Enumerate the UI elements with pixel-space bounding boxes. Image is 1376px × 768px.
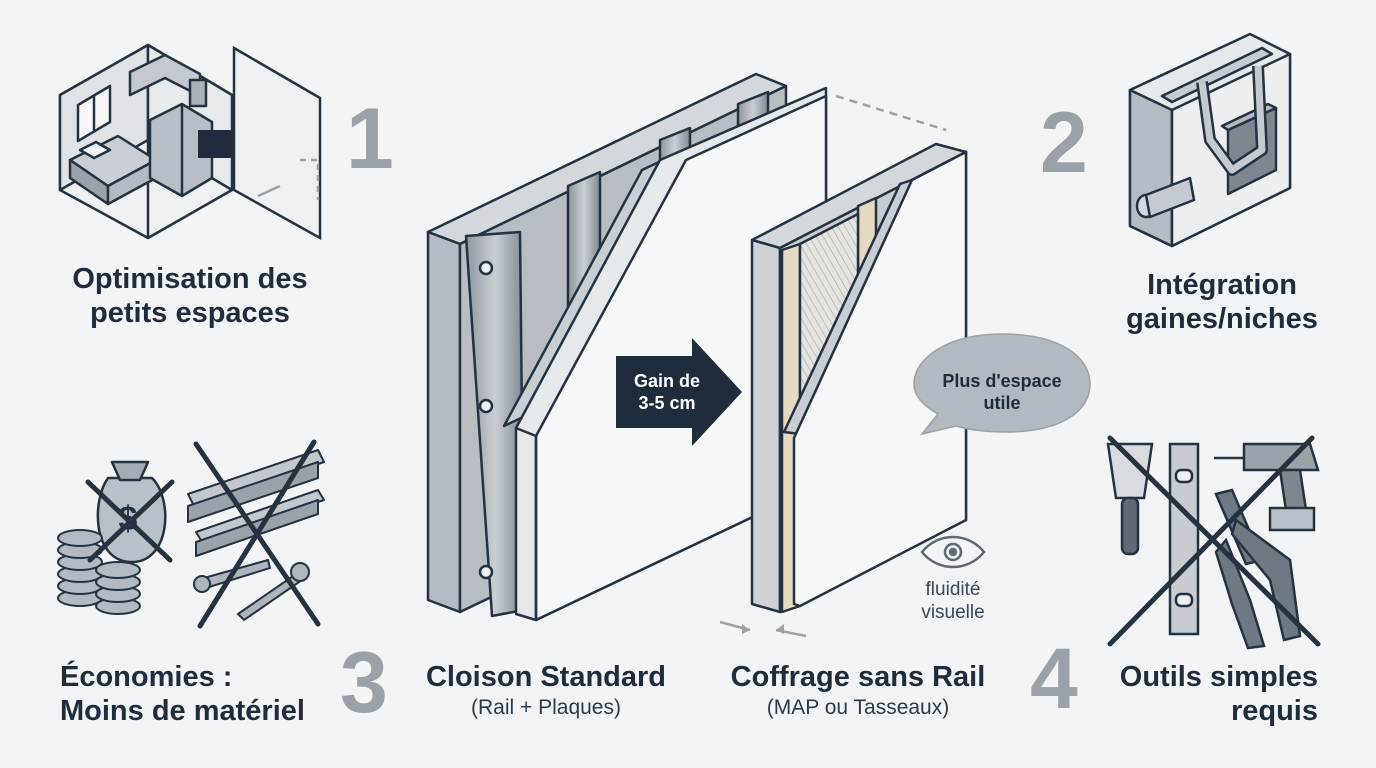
feature-number-3: 3 (340, 635, 388, 731)
feature-label-2: Intégration gaines/niches (1126, 269, 1318, 335)
cross-mark-icon (85, 479, 175, 563)
speech-bubble (913, 333, 1091, 436)
putty-knife-icon (1106, 442, 1154, 556)
feature-label-3: Économies : Moins de matériel (60, 661, 305, 727)
standard-title: Cloison Standard (425, 661, 667, 693)
panel-icon (232, 45, 322, 241)
cross-mark-icon (193, 439, 321, 629)
screws-icon (193, 558, 310, 622)
eye-note: fluidité visuelle (921, 579, 985, 623)
eye-icon (920, 535, 986, 569)
standard-partition (426, 72, 947, 622)
level-icon (1168, 442, 1200, 636)
feature-label-1: Optimisation des petits espaces (72, 263, 308, 329)
gain-arrow-text: Gain de 3-5 cm (633, 371, 700, 413)
gain-arrow (616, 338, 742, 446)
feature-number-2: 2 (1040, 95, 1088, 191)
feature-label-4: Outils simples requis (1119, 661, 1318, 727)
wall-pipe-icon (1128, 32, 1292, 248)
coffrage-panel (719, 142, 968, 638)
coins-icon (57, 529, 141, 615)
speech-bubble-text: Plus d'espace utile (942, 371, 1062, 413)
cross-mark-icon (1107, 435, 1321, 647)
coffrage-subtitle: (MAP ou Tasseaux) (766, 696, 950, 719)
feature-number-1: 1 (346, 91, 394, 187)
coffrage-title: Coffrage sans Rail (730, 661, 986, 693)
feature-number-4: 4 (1030, 631, 1078, 727)
standard-subtitle: (Rail + Plaques) (471, 696, 621, 719)
metal-rails-icon (187, 449, 325, 557)
